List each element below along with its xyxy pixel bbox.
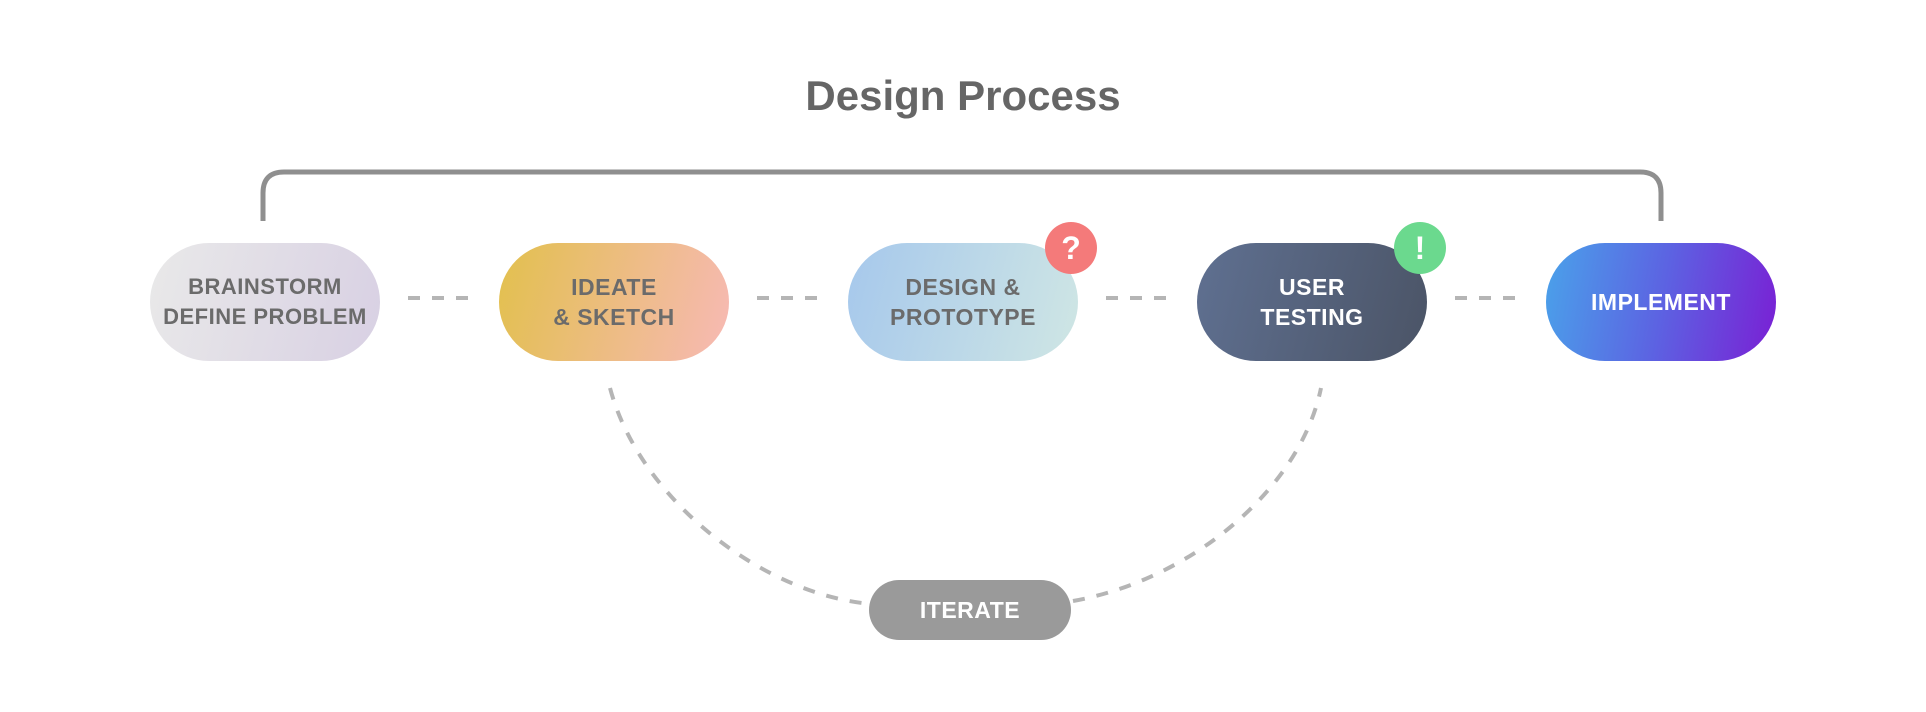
stage-brainstorm: BRAINSTORM DEFINE PROBLEM [150, 243, 380, 361]
iterate-arc-left [608, 387, 863, 605]
stage-implement-label: IMPLEMENT [1591, 289, 1731, 315]
stage-design-label: DESIGN & PROTOTYPE [890, 274, 1036, 330]
stage-testing-label: USER TESTING [1260, 274, 1364, 330]
stage-ideate-label: IDEATE & SKETCH [553, 274, 675, 330]
question-badge-icon: ? [1045, 222, 1097, 274]
stage-ideate-sketch: IDEATE & SKETCH [499, 243, 729, 361]
stage-brainstorm-label: BRAINSTORM DEFINE PROBLEM [163, 274, 367, 329]
stage-implement: IMPLEMENT [1546, 243, 1776, 361]
iterate-pill: ITERATE [869, 580, 1071, 640]
top-bracket [260, 169, 1664, 221]
stage-user-testing: USER TESTING [1197, 243, 1427, 361]
exclamation-badge-icon: ! [1394, 222, 1446, 274]
stage-design-prototype: DESIGN & PROTOTYPE [848, 243, 1078, 361]
iterate-label: ITERATE [919, 596, 1021, 623]
iterate-arc-right [1072, 387, 1323, 603]
diagram-title: Design Process [805, 72, 1121, 119]
